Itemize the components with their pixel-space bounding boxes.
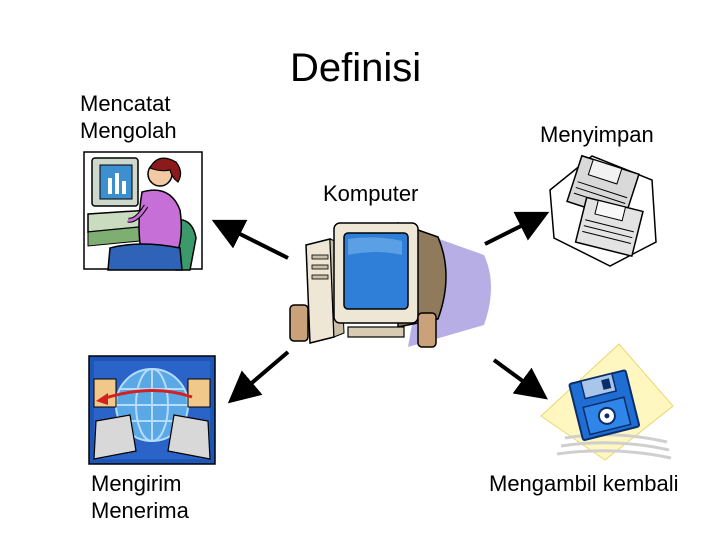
arrow-bottom-left [240,352,288,393]
networked-computers-globe-icon [88,355,216,465]
arrow-top-left [226,227,288,258]
woman-at-computer-icon [80,148,205,273]
floppy-disks-icon [540,150,662,268]
floppy-disk-icon [535,342,675,470]
desktop-computer-icon [288,215,498,355]
arrow-bottom-right [494,360,535,390]
